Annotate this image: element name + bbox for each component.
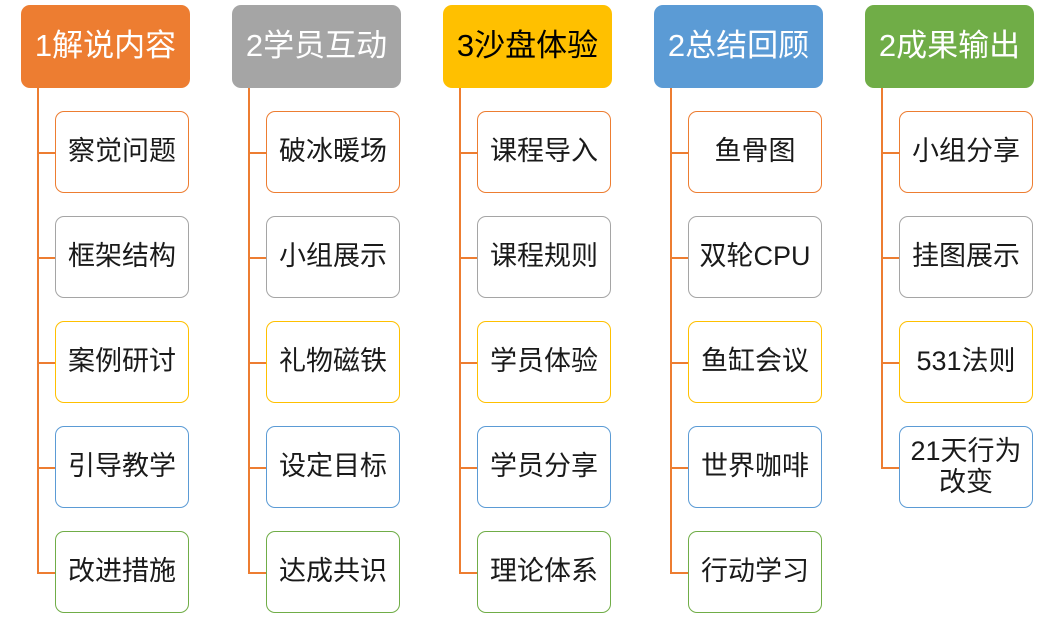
diagram-column-2: 2学员互动破冰暖场小组展示礼物磁铁设定目标达成共识 <box>211 0 422 629</box>
column-header-4[interactable]: 2总结回顾 <box>654 5 823 88</box>
connector-stub-5-2 <box>881 257 899 259</box>
connector-stub-5-1 <box>881 152 899 154</box>
node-box-1-3[interactable]: 案例研讨 <box>55 321 189 403</box>
node-label: 世界咖啡 <box>701 451 809 482</box>
node-box-5-4[interactable]: 21天行为 改变 <box>899 426 1033 508</box>
connector-stub-1-3 <box>37 362 55 364</box>
connector-stub-4-3 <box>670 362 688 364</box>
column-header-2[interactable]: 2学员互动 <box>232 5 401 88</box>
diagram-column-3: 3沙盘体验课程导入课程规则学员体验学员分享理论体系 <box>422 0 633 629</box>
connector-stub-4-1 <box>670 152 688 154</box>
connector-stub-5-4 <box>881 467 899 469</box>
connector-stub-2-3 <box>248 362 266 364</box>
connector-trunk-2 <box>248 88 250 572</box>
node-box-4-5[interactable]: 行动学习 <box>688 531 822 613</box>
connector-stub-2-4 <box>248 467 266 469</box>
node-label: 引导教学 <box>68 451 176 482</box>
node-box-2-1[interactable]: 破冰暖场 <box>266 111 400 193</box>
node-box-5-1[interactable]: 小组分享 <box>899 111 1033 193</box>
node-label: 改进措施 <box>68 556 176 587</box>
connector-stub-1-5 <box>37 572 55 574</box>
node-label: 双轮CPU <box>699 241 811 272</box>
connector-stub-3-3 <box>459 362 477 364</box>
column-header-1[interactable]: 1解说内容 <box>21 5 190 88</box>
node-label: 21天行为 改变 <box>910 435 1022 497</box>
connector-stub-1-2 <box>37 257 55 259</box>
node-box-4-3[interactable]: 鱼缸会议 <box>688 321 822 403</box>
diagram-column-4: 2总结回顾鱼骨图双轮CPU 鱼缸会议世界咖啡行动学习 <box>633 0 844 629</box>
node-box-2-5[interactable]: 达成共识 <box>266 531 400 613</box>
node-box-3-2[interactable]: 课程规则 <box>477 216 611 298</box>
node-label: 行动学习 <box>701 556 809 587</box>
node-label: 小组展示 <box>279 241 387 272</box>
node-label: 课程导入 <box>490 136 598 167</box>
node-box-5-3[interactable]: 531法则 <box>899 321 1033 403</box>
node-box-4-1[interactable]: 鱼骨图 <box>688 111 822 193</box>
diagram-column-1: 1解说内容察觉问题框架结构案例研讨引导教学改进措施 <box>0 0 211 629</box>
node-box-3-4[interactable]: 学员分享 <box>477 426 611 508</box>
node-box-3-1[interactable]: 课程导入 <box>477 111 611 193</box>
node-box-1-2[interactable]: 框架结构 <box>55 216 189 298</box>
node-label: 挂图展示 <box>912 241 1020 272</box>
node-label: 框架结构 <box>68 241 176 272</box>
node-label: 学员体验 <box>490 346 598 377</box>
node-label: 鱼骨图 <box>714 136 796 167</box>
connector-trunk-4 <box>670 88 672 572</box>
connector-stub-4-5 <box>670 572 688 574</box>
node-label: 理论体系 <box>490 556 598 587</box>
connector-stub-2-5 <box>248 572 266 574</box>
node-box-4-4[interactable]: 世界咖啡 <box>688 426 822 508</box>
connector-stub-3-4 <box>459 467 477 469</box>
node-label: 学员分享 <box>490 451 598 482</box>
node-box-5-2[interactable]: 挂图展示 <box>899 216 1033 298</box>
node-label: 课程规则 <box>490 241 598 272</box>
connector-stub-3-5 <box>459 572 477 574</box>
node-label: 破冰暖场 <box>279 136 387 167</box>
connector-trunk-3 <box>459 88 461 572</box>
connector-stub-1-1 <box>37 152 55 154</box>
column-header-3[interactable]: 3沙盘体验 <box>443 5 612 88</box>
connector-stub-4-2 <box>670 257 688 259</box>
node-box-2-4[interactable]: 设定目标 <box>266 426 400 508</box>
connector-stub-4-4 <box>670 467 688 469</box>
connector-stub-3-2 <box>459 257 477 259</box>
connector-stub-5-3 <box>881 362 899 364</box>
column-header-5[interactable]: 2成果输出 <box>865 5 1034 88</box>
connector-stub-1-4 <box>37 467 55 469</box>
node-label: 达成共识 <box>279 556 387 587</box>
connector-stub-2-1 <box>248 152 266 154</box>
connector-trunk-5 <box>881 88 883 467</box>
connector-stub-2-2 <box>248 257 266 259</box>
node-label: 531法则 <box>916 346 1016 377</box>
node-label: 案例研讨 <box>68 346 176 377</box>
connector-trunk-1 <box>37 88 39 572</box>
node-box-4-2[interactable]: 双轮CPU <box>688 216 822 298</box>
node-label: 察觉问题 <box>68 136 176 167</box>
node-box-1-1[interactable]: 察觉问题 <box>55 111 189 193</box>
connector-stub-3-1 <box>459 152 477 154</box>
node-label: 礼物磁铁 <box>279 346 387 377</box>
node-box-1-5[interactable]: 改进措施 <box>55 531 189 613</box>
node-box-3-5[interactable]: 理论体系 <box>477 531 611 613</box>
node-box-1-4[interactable]: 引导教学 <box>55 426 189 508</box>
node-label: 设定目标 <box>279 451 387 482</box>
node-label: 小组分享 <box>912 136 1020 167</box>
node-label: 鱼缸会议 <box>701 346 809 377</box>
node-box-2-2[interactable]: 小组展示 <box>266 216 400 298</box>
diagram-column-5: 2成果输出小组分享挂图展示 531法则 21天行为 改变 <box>844 0 1055 629</box>
node-box-2-3[interactable]: 礼物磁铁 <box>266 321 400 403</box>
node-box-3-3[interactable]: 学员体验 <box>477 321 611 403</box>
